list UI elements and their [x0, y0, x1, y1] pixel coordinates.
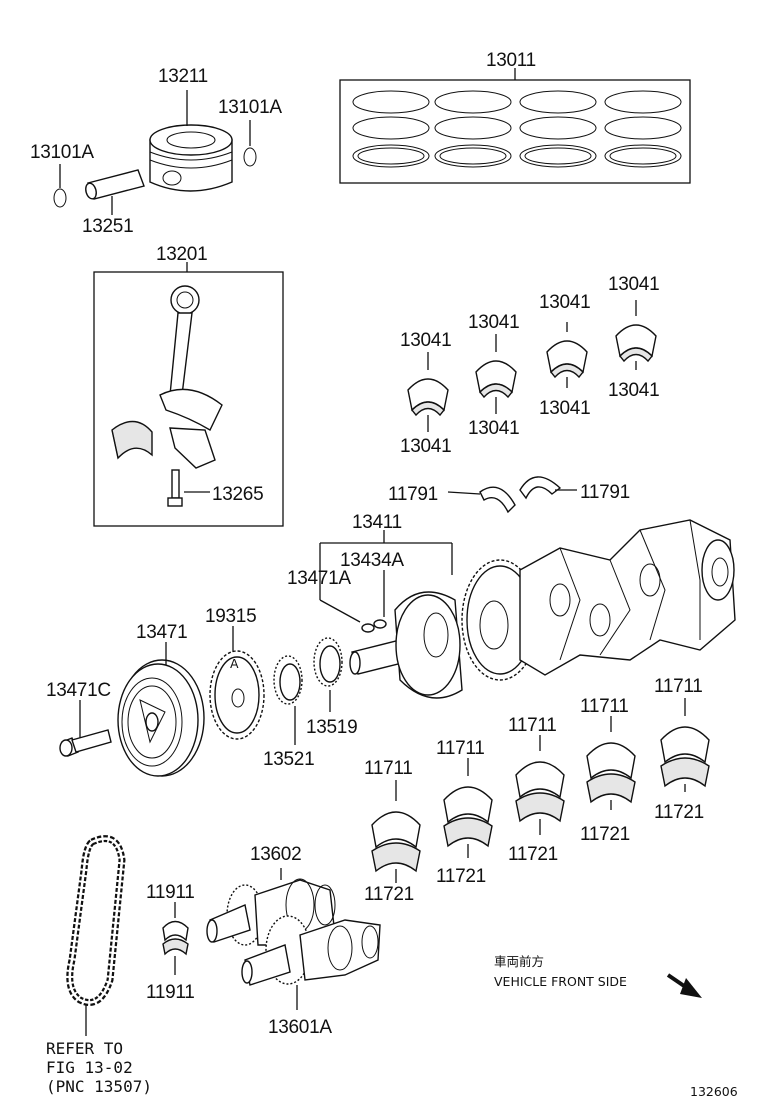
part-labels: 13011 13211 13101A 13101A 13251 13201 13… [30, 50, 704, 1038]
label-13251: 13251 [82, 216, 133, 237]
label-19315: 19315 [205, 606, 256, 627]
con-rod-box [93, 271, 284, 527]
sprocket-13521 [273, 655, 303, 745]
direction-label: 車両前方 VEHICLE FRONT SIDE [494, 954, 627, 989]
label-13041-2-top: 13041 [468, 312, 519, 333]
label-13041-4-bottom: 13041 [608, 380, 659, 401]
direction-jp: 車両前方 [494, 954, 544, 969]
refer-note: REFER TO FIG 13-02 (PNC 13507) [46, 1039, 152, 1096]
refer-line-1: REFER TO [46, 1039, 123, 1058]
label-13471a: 13471A [287, 568, 351, 589]
piston-ring-set [339, 68, 691, 184]
snap-ring-right [243, 120, 257, 167]
label-13471: 13471 [136, 622, 187, 643]
connecting-rod-assembly [93, 262, 284, 527]
label-11711-4: 11711 [580, 696, 629, 717]
label-11711-3: 11711 [508, 715, 557, 736]
piston [149, 90, 233, 192]
label-13011: 13011 [486, 50, 536, 71]
label-11911-top: 11911 [146, 882, 195, 903]
direction-en: VEHICLE FRONT SIDE [494, 974, 627, 989]
label-11791-left: 11791 [388, 484, 438, 505]
balance-shafts [206, 868, 381, 1010]
label-11711-1: 11711 [364, 758, 413, 779]
svg-text:A: A [230, 656, 239, 671]
label-13041-3-bottom: 13041 [539, 398, 590, 419]
figure-id: 132606 [690, 1084, 738, 1099]
crankshaft-pulley [117, 642, 205, 777]
thrust-washers [447, 476, 577, 514]
label-13601a: 13601A [268, 1017, 332, 1038]
label-11721-4: 11721 [580, 824, 630, 845]
crankshaft [319, 519, 736, 699]
piston-pin [85, 169, 145, 215]
timing-sprocket-19315: A [209, 626, 265, 740]
ring-set-box [339, 79, 691, 184]
pulley-bolt [59, 700, 112, 757]
timing-chain [66, 835, 126, 1036]
label-13471c: 13471C [46, 680, 111, 701]
label-13041-1-bottom: 13041 [400, 436, 451, 457]
arrow-down-right-icon [666, 973, 702, 998]
label-11721-5: 11721 [654, 802, 704, 823]
refer-line-3: (PNC 13507) [46, 1077, 152, 1096]
label-11791-right: 11791 [580, 482, 630, 503]
label-11721-3: 11721 [508, 844, 558, 865]
balancer-bearing [162, 902, 189, 975]
refer-line-2: FIG 13-02 [46, 1058, 133, 1077]
label-11711-2: 11711 [436, 738, 485, 759]
label-11721-2: 11721 [436, 866, 486, 887]
con-rod-bearings [407, 300, 657, 432]
label-13211: 13211 [158, 66, 208, 87]
label-13265: 13265 [212, 484, 263, 505]
label-13521: 13521 [263, 749, 314, 770]
label-13411: 13411 [352, 512, 402, 533]
label-11711-5: 11711 [654, 676, 703, 697]
woodruff-keys [361, 619, 387, 633]
label-13434a: 13434A [340, 550, 404, 571]
sprocket-13519 [313, 637, 343, 712]
label-11911-bottom: 11911 [146, 982, 195, 1003]
label-13101a-left: 13101A [30, 142, 94, 163]
main-bearings [371, 698, 710, 883]
label-13519: 13519 [306, 717, 357, 738]
label-13101a-right: 13101A [218, 97, 282, 118]
label-13041-4-top: 13041 [608, 274, 659, 295]
label-13041-3-top: 13041 [539, 292, 590, 313]
label-13602: 13602 [250, 844, 301, 865]
label-11721-1: 11721 [364, 884, 414, 905]
label-13201: 13201 [156, 244, 207, 265]
snap-ring-left [53, 164, 67, 208]
label-13041-2-bottom: 13041 [468, 418, 519, 439]
label-13041-1-top: 13041 [400, 330, 451, 351]
